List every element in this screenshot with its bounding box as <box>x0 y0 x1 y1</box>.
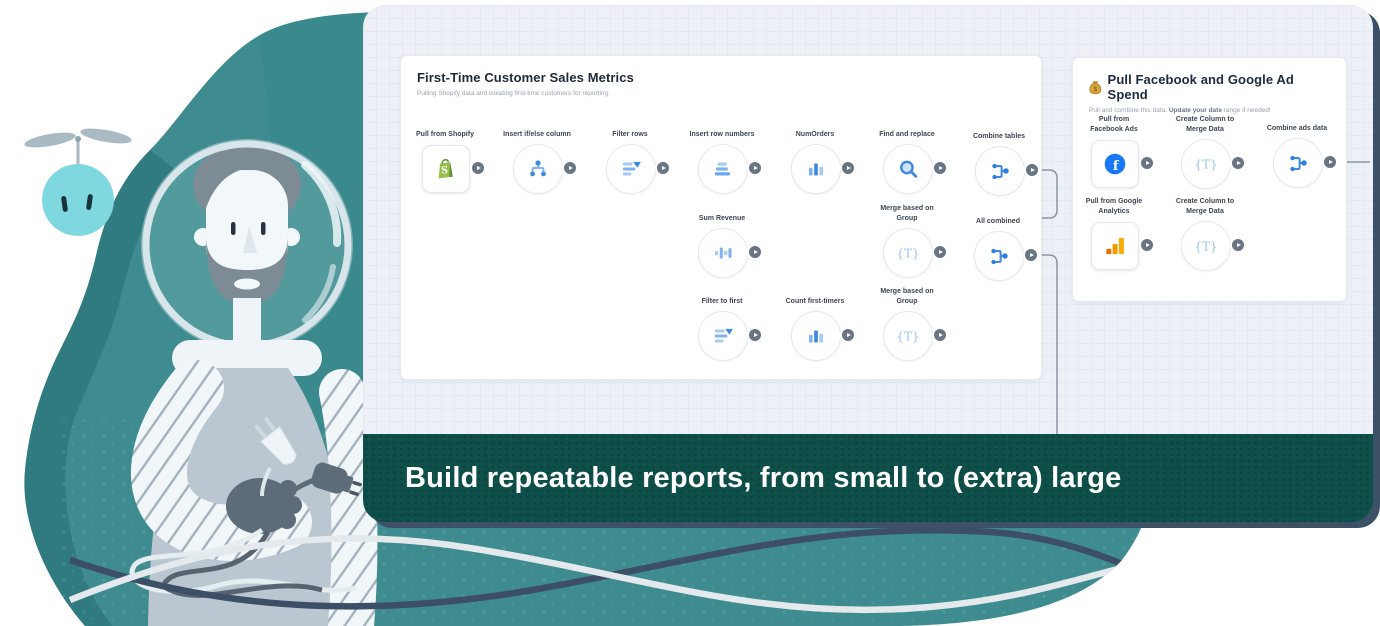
filter-icon <box>622 161 641 176</box>
node-label: Create Column to Merge Data <box>1175 198 1235 216</box>
node-label: Filter rows <box>612 131 648 139</box>
braces-t-icon: {T} <box>1194 157 1217 171</box>
node-merge-based-on-group[interactable]: {T} <box>883 311 933 361</box>
card-subtitle: Pulling Shopify data and isolating first… <box>417 90 610 97</box>
astronaut-head <box>148 140 346 344</box>
run-button[interactable] <box>842 329 854 341</box>
svg-text:f: f <box>1113 159 1120 174</box>
banner: Build repeatable reports, from small to … <box>363 434 1373 522</box>
svg-text:S: S <box>441 166 448 177</box>
node-label: Merge based on Group <box>880 288 934 306</box>
node-label: Create Column to Merge Data <box>1175 116 1235 134</box>
run-button[interactable] <box>934 246 946 258</box>
node-numorders[interactable] <box>791 144 841 194</box>
dark-plug <box>311 462 362 496</box>
node-label: Pull from Shopify <box>416 131 474 139</box>
node-label: Find and replace <box>879 131 935 139</box>
run-button[interactable] <box>934 162 946 174</box>
node-insert-if-else-column[interactable] <box>513 144 563 194</box>
node-label: Combine tables <box>972 133 1026 141</box>
node-combine-tables[interactable] <box>975 146 1025 196</box>
filter-icon <box>714 328 733 343</box>
node-label: Combine ads data <box>1266 125 1328 133</box>
card-title: Pull Facebook and Google Ad Spend <box>1107 72 1294 102</box>
hand <box>226 478 294 534</box>
search-icon <box>900 160 918 178</box>
if-else-icon <box>530 160 546 177</box>
node-merge-based-on-group[interactable]: {T} <box>883 228 933 278</box>
money-bag-icon: $ <box>1089 80 1102 94</box>
run-button[interactable] <box>564 162 576 174</box>
run-button[interactable] <box>842 162 854 174</box>
braces-t-icon: {T} <box>896 329 919 343</box>
run-button[interactable] <box>749 162 761 174</box>
card-title: First-Time Customer Sales Metrics <box>417 70 634 85</box>
facebook-icon: f <box>1104 153 1126 175</box>
svg-text:$: $ <box>1093 86 1097 93</box>
white-plug <box>254 417 297 465</box>
run-button[interactable] <box>1141 239 1153 251</box>
right-sleeve <box>319 369 378 626</box>
astronaut-body <box>131 298 378 626</box>
run-button[interactable] <box>472 162 484 174</box>
node-create-column-to-merge-data[interactable]: {T} <box>1181 221 1231 271</box>
node-insert-row-numbers[interactable] <box>698 144 748 194</box>
robot-eye <box>61 195 68 212</box>
card-subtitle: Pull and combine this data. Update your … <box>1089 107 1271 114</box>
workflow-canvas: First-Time Customer Sales Metrics Pullin… <box>363 5 1373 434</box>
left-sleeve <box>131 360 312 561</box>
run-button[interactable] <box>1324 156 1336 168</box>
run-button[interactable] <box>1025 249 1037 261</box>
run-button[interactable] <box>657 162 669 174</box>
run-button[interactable] <box>1026 164 1038 176</box>
node-combine-ads-data[interactable] <box>1273 138 1323 188</box>
combine-icon <box>1290 155 1307 172</box>
bar-chart-icon <box>808 163 824 176</box>
cables <box>68 526 1152 616</box>
node-pull-from-google-analytics[interactable] <box>1091 222 1139 270</box>
node-filter-rows[interactable] <box>606 144 656 194</box>
row-numbers-icon <box>714 162 731 176</box>
node-label: Pull from Facebook Ads <box>1090 116 1138 134</box>
node-label: Merge based on Group <box>880 205 934 223</box>
node-find-and-replace[interactable] <box>883 144 933 194</box>
node-label: Insert row numbers <box>689 131 755 139</box>
node-sum-revenue[interactable] <box>698 228 748 278</box>
braces-t-icon: {T} <box>1194 239 1217 253</box>
node-label: NumOrders <box>795 131 835 139</box>
robot <box>24 128 132 236</box>
node-count-first-timers[interactable] <box>791 311 841 361</box>
node-label: Filter to first <box>701 298 743 306</box>
run-button[interactable] <box>1141 157 1153 169</box>
svg-text:{T}: {T} <box>1194 157 1217 171</box>
combine-icon <box>991 248 1008 265</box>
svg-text:{T}: {T} <box>896 246 919 260</box>
sum-icon <box>714 247 732 259</box>
braces-t-icon: {T} <box>896 246 919 260</box>
google-analytics-icon <box>1106 237 1124 255</box>
node-all-combined[interactable] <box>974 231 1024 281</box>
node-create-column-to-merge-data[interactable]: {T} <box>1181 139 1231 189</box>
run-button[interactable] <box>1232 239 1244 251</box>
robot-eye <box>86 194 93 211</box>
node-label: Insert if/else column <box>503 131 571 139</box>
run-button[interactable] <box>749 246 761 258</box>
run-button[interactable] <box>1232 157 1244 169</box>
node-label: All combined <box>976 218 1020 226</box>
node-filter-to-first[interactable] <box>698 311 748 361</box>
node-label: Pull from Google Analytics <box>1085 198 1143 216</box>
shopify-icon: S <box>438 158 453 179</box>
svg-text:{T}: {T} <box>1194 239 1217 253</box>
run-button[interactable] <box>934 329 946 341</box>
node-pull-from-facebook-ads[interactable]: f <box>1091 140 1139 188</box>
run-button[interactable] <box>749 329 761 341</box>
workflow-panel: First-Time Customer Sales Metrics Pullin… <box>363 5 1373 522</box>
banner-title: Build repeatable reports, from small to … <box>405 461 1122 494</box>
node-label: Count first-timers <box>785 298 845 306</box>
combine-icon <box>992 163 1009 180</box>
node-label: Sum Revenue <box>698 215 746 223</box>
svg-text:{T}: {T} <box>896 329 919 343</box>
node-pull-from-shopify[interactable]: S <box>422 145 470 193</box>
bar-chart-icon <box>808 330 824 343</box>
